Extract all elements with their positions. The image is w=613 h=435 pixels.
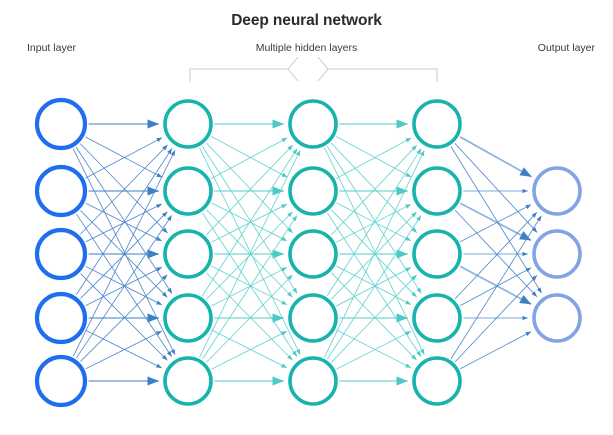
bracket-segment [287, 56, 299, 82]
label-hidden-layers: Multiple hidden layers [255, 42, 358, 54]
edge [336, 267, 412, 307]
edges-group [72, 119, 542, 386]
edge [454, 212, 538, 300]
edge [85, 136, 163, 178]
page-title: Deep neural network [231, 12, 382, 29]
edge [85, 329, 162, 369]
edge [85, 137, 163, 179]
edge [80, 274, 168, 362]
node-hidden2-5 [288, 356, 338, 406]
node-input-4 [34, 291, 88, 345]
edge [331, 274, 417, 363]
edge [459, 202, 532, 242]
edge [460, 331, 532, 370]
bracket-segment [317, 56, 329, 82]
edge [72, 148, 176, 355]
edge [205, 142, 293, 234]
edge [335, 136, 412, 178]
edge [75, 148, 173, 296]
node-hidden3-4 [412, 293, 462, 343]
edge [336, 202, 412, 242]
node-hidden1-3 [163, 229, 213, 279]
edge [454, 275, 538, 363]
node-hidden3-3 [412, 229, 462, 279]
bracket-segment [328, 68, 438, 82]
edge [336, 265, 412, 305]
edge [330, 144, 418, 236]
edge [460, 267, 532, 306]
node-input-1 [34, 97, 88, 151]
edge [206, 274, 293, 363]
edge [79, 144, 168, 235]
edge [335, 137, 412, 179]
edge [331, 272, 417, 361]
edge [460, 204, 532, 243]
label-output-layer: Output layer [537, 42, 595, 54]
label-input-layer: Input layer [27, 42, 77, 54]
node-hidden2-3 [288, 229, 338, 279]
node-input-3 [34, 227, 88, 281]
node-hidden2-2 [288, 166, 338, 216]
edge [206, 272, 293, 361]
edge [211, 329, 288, 369]
edge [454, 143, 538, 233]
edge [199, 150, 301, 358]
edge [324, 150, 425, 358]
edge [72, 150, 176, 357]
node-hidden1-5 [163, 356, 213, 406]
edge [79, 143, 168, 234]
node-hidden3-2 [412, 166, 462, 216]
node-output-2 [532, 229, 582, 279]
node-hidden1-2 [163, 166, 213, 216]
edge [211, 266, 288, 307]
node-output-3 [532, 293, 582, 343]
node-hidden3-5 [412, 356, 462, 406]
edge [210, 137, 288, 179]
node-output-1 [532, 166, 582, 216]
edge [454, 209, 538, 297]
edge [330, 142, 418, 234]
edge [201, 148, 298, 297]
edge [324, 147, 425, 355]
edge [211, 265, 288, 306]
edge [211, 202, 288, 242]
node-input-2 [34, 164, 88, 218]
edge [75, 215, 173, 359]
edge [459, 136, 532, 178]
edge [326, 148, 422, 297]
edge [199, 147, 301, 355]
node-hidden1-1 [163, 99, 213, 149]
edge [336, 329, 412, 369]
hidden-layers-bracket [189, 56, 438, 82]
edge [336, 330, 412, 370]
edge [459, 265, 532, 305]
edge [85, 330, 162, 370]
edge [85, 266, 163, 306]
edge [80, 273, 168, 361]
edge [210, 136, 288, 178]
node-hidden1-4 [163, 293, 213, 343]
node-hidden2-4 [288, 293, 338, 343]
node-hidden3-1 [412, 99, 462, 149]
bracket-segment [189, 68, 288, 82]
edge [450, 215, 542, 359]
node-input-5 [34, 354, 88, 408]
edge [80, 211, 168, 299]
node-hidden2-1 [288, 99, 338, 149]
edge [202, 215, 298, 360]
edge [211, 330, 288, 370]
edge [327, 215, 422, 360]
nodes-group [34, 97, 582, 408]
edge [205, 144, 293, 236]
